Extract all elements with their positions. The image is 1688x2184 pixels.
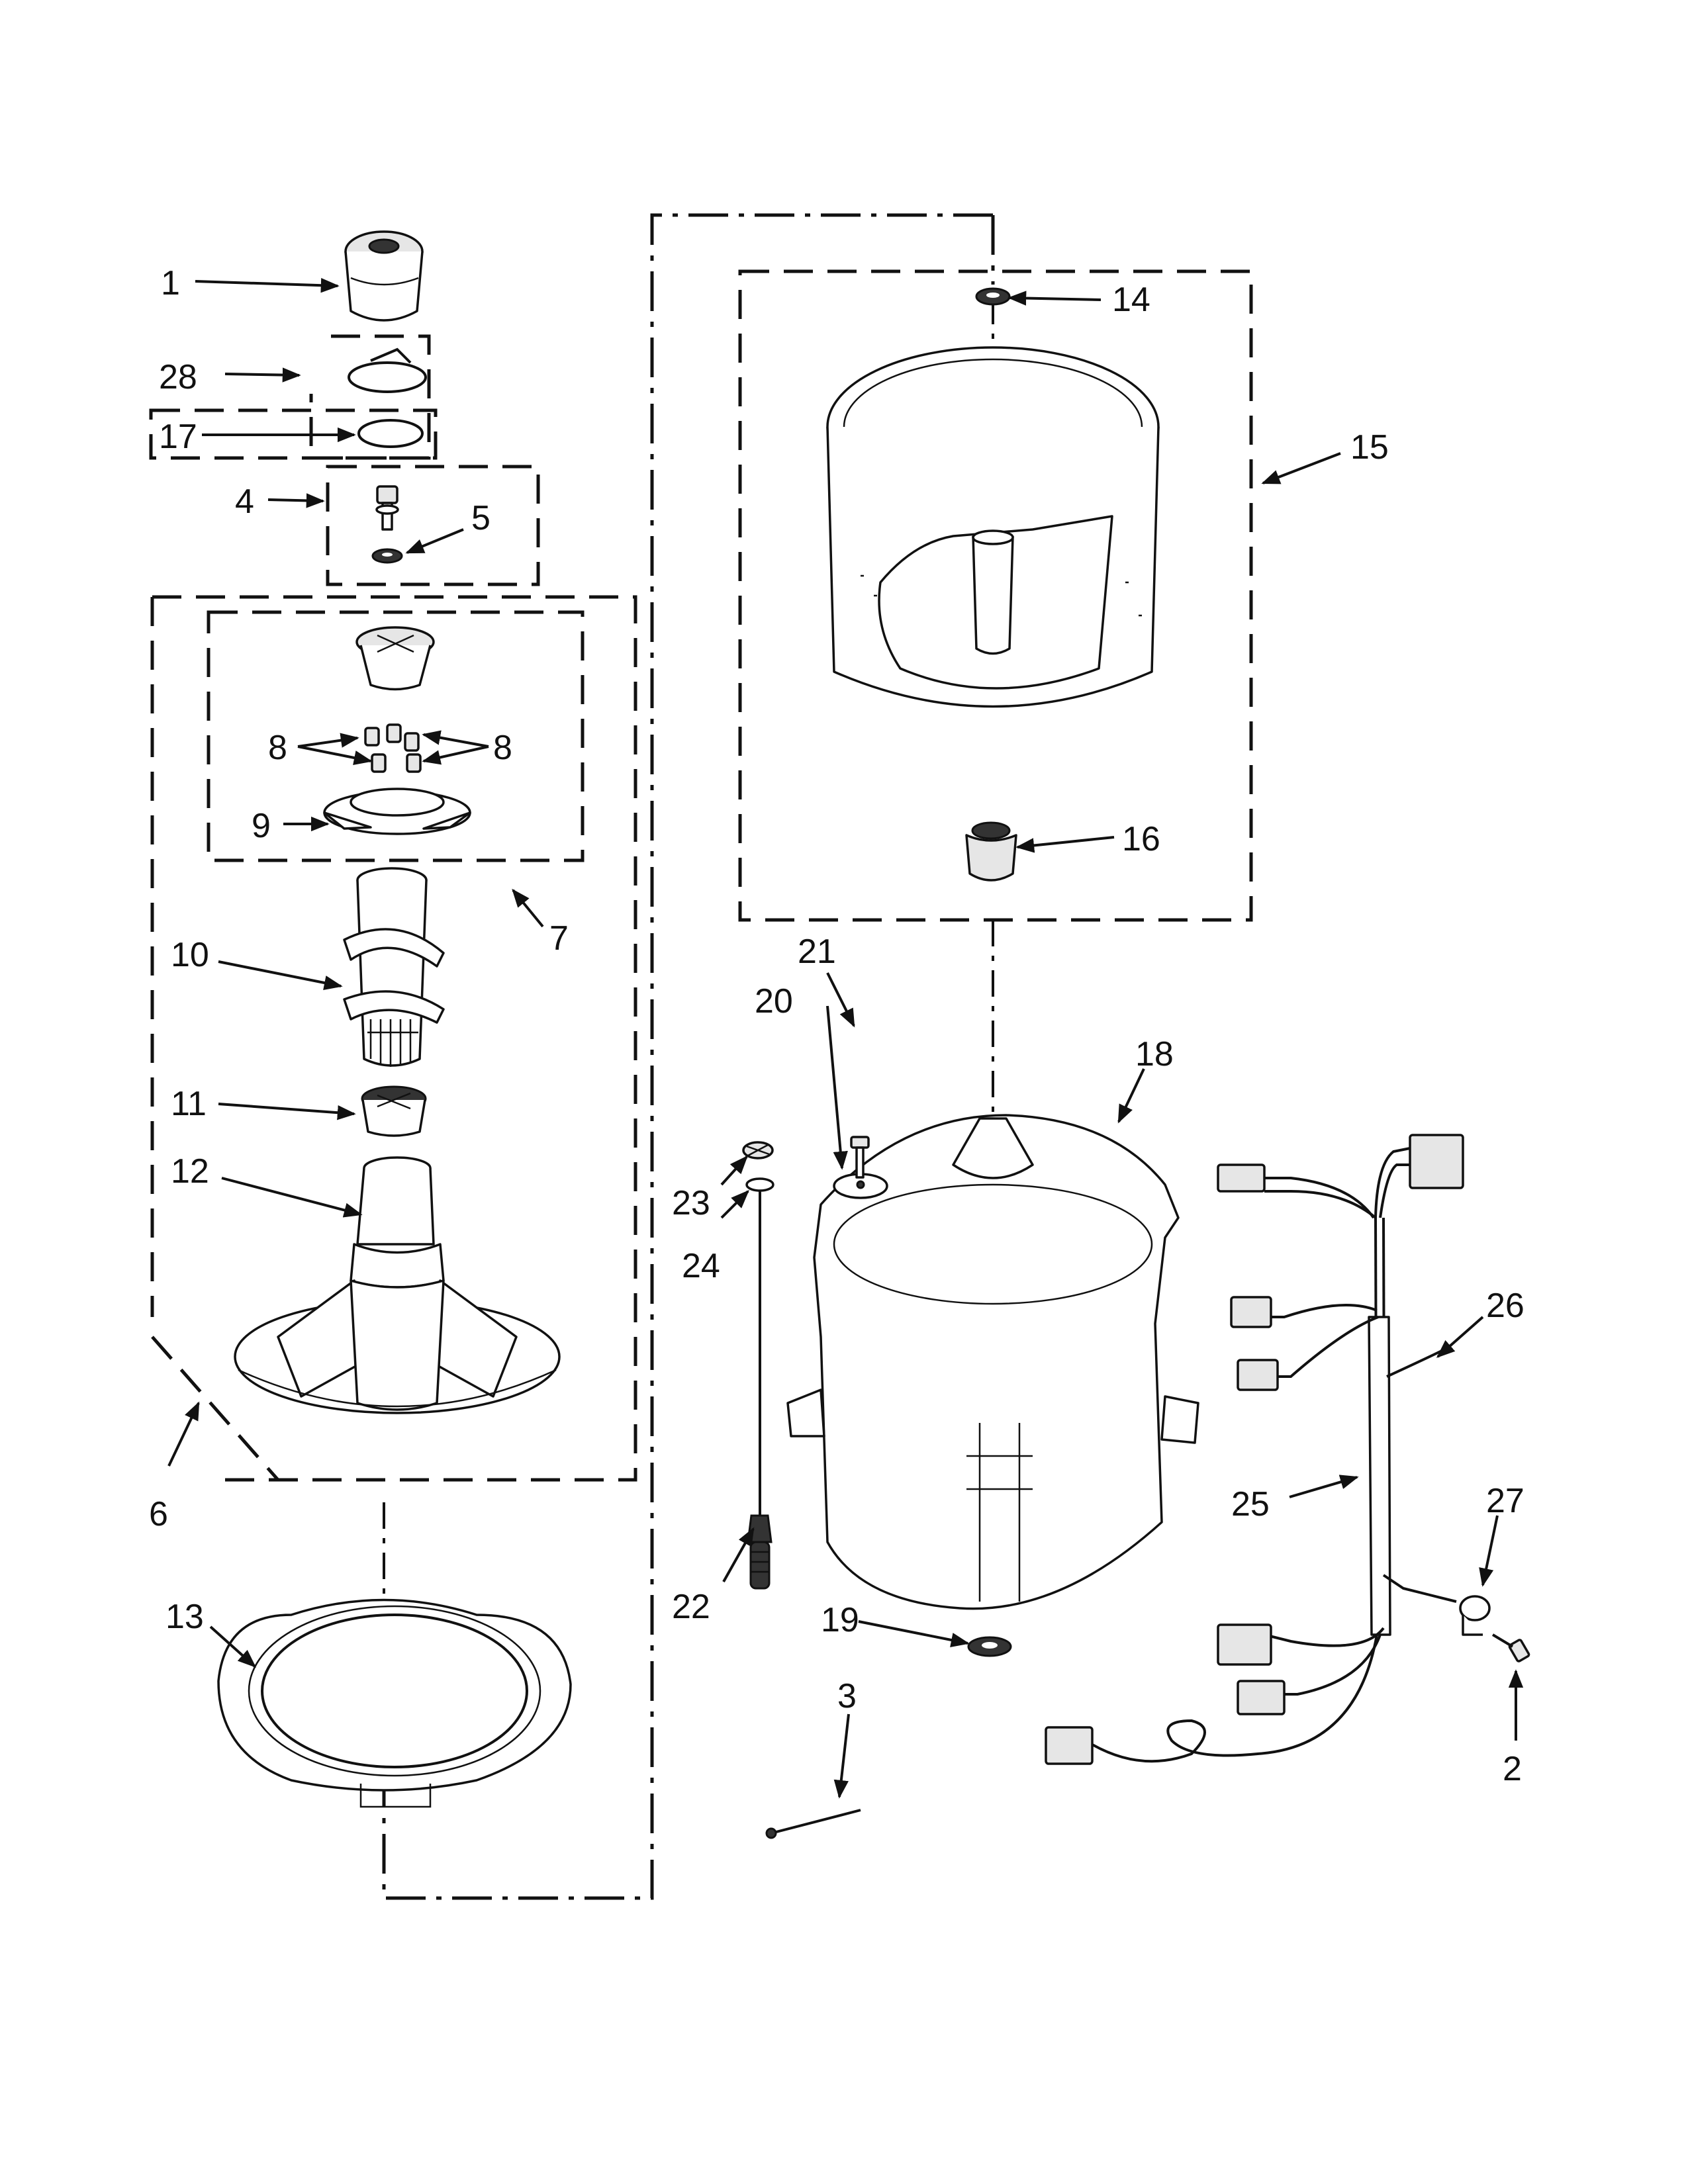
part-4-bolt[interactable] [375,485,399,531]
part-24-rod-washer[interactable] [745,1177,774,1516]
part-11-cap[interactable] [361,1085,427,1137]
callout-3: 3 [837,1677,857,1715]
part-7-cam[interactable] [355,626,435,691]
part-21-screw[interactable] [850,1136,870,1179]
part-8-dogs[interactable] [364,723,422,773]
callout-7: 7 [549,919,569,958]
callout-13: 13 [165,1598,204,1636]
frame-part-4-5 [326,465,540,586]
callout-25: 25 [1231,1485,1270,1524]
callout-15: 15 [1350,428,1389,467]
callout-11: 11 [171,1085,207,1123]
callout-2: 2 [1503,1750,1522,1788]
callout-20: 20 [755,982,793,1021]
part-28-clip-ring[interactable] [348,347,427,393]
callout-16: 16 [1122,820,1160,858]
frame-agitator-assembly [152,595,637,1482]
frame-agitator-assembly-diag [151,1336,279,1481]
callout-9: 9 [252,807,271,845]
part-20-plate[interactable] [833,1173,888,1199]
callout-8-right: 8 [493,729,512,767]
callout-8-left: 8 [268,729,287,767]
callout-23: 23 [672,1184,710,1222]
callout-18: 18 [1135,1035,1174,1073]
callout-28: 28 [159,358,197,396]
frame-part-17 [149,408,438,460]
part-2-screw[interactable] [1491,1633,1530,1662]
callout-10: 10 [171,936,209,974]
part-19-seal[interactable] [967,1636,1012,1657]
callout-6: 6 [149,1495,168,1533]
group-frames [149,213,1253,1900]
part-9-cam-ring[interactable] [323,788,471,835]
callout-1: 1 [161,264,180,302]
part-14-nut[interactable] [975,287,1011,306]
part-17-seal[interactable] [357,419,424,448]
part-23-cap[interactable] [742,1141,774,1160]
callout-14: 14 [1112,281,1150,319]
part-16-drive-hub[interactable] [965,821,1017,882]
callout-17: 17 [159,418,197,456]
frame-cam-kit [207,610,585,862]
callout-24: 24 [682,1247,720,1285]
part-1-dispenser[interactable] [344,230,424,322]
callout-4: 4 [235,482,254,521]
leader-arrows [167,277,1524,1799]
callout-5: 5 [471,499,491,537]
callout-12: 12 [171,1152,209,1191]
frame-basket-kit [738,269,1253,922]
part-3-pin[interactable] [765,1809,861,1839]
frame-part-28 [309,334,431,460]
callout-26: 26 [1486,1287,1524,1325]
basket-linkage-frame [382,213,993,1900]
part-13-tub-ring[interactable] [217,1598,572,1808]
part-18-outer-tub[interactable] [786,1114,1199,1610]
callout-21: 21 [798,933,836,971]
callout-labels: 1 28 17 4 5 8 8 9 7 10 11 12 6 13 14 15 … [149,264,1524,1788]
part-12-agitator-base[interactable] [234,1156,561,1414]
callout-22: 22 [672,1588,710,1626]
part-27-clamp[interactable] [1459,1595,1491,1636]
callout-19: 19 [821,1601,859,1639]
part-10-auger[interactable] [343,867,445,1067]
part-22-damper[interactable] [747,1514,773,1590]
part-25-wire-harness[interactable] [1045,1134,1464,1765]
part-15-basket[interactable] [826,346,1160,708]
callout-27: 27 [1486,1482,1524,1520]
part-5-washer[interactable] [371,548,403,564]
